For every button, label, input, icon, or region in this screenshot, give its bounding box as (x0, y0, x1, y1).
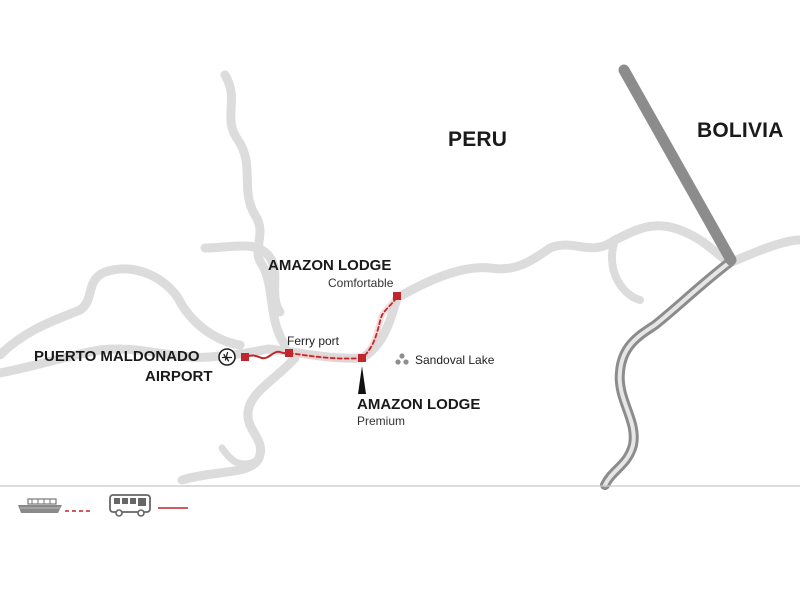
label-ferry-port: Ferry port (287, 334, 340, 348)
route-boat-segment (288, 295, 398, 360)
label-airport-line1: PUERTO MALDONADO (34, 348, 200, 365)
river-north-tributary (220, 70, 290, 350)
marker-ferry-port (285, 349, 293, 357)
river-south-tributary (177, 353, 300, 485)
label-lodge-comfortable-tier: Comfortable (328, 276, 394, 290)
country-border (618, 64, 737, 266)
country-label-peru: PERU (448, 128, 508, 151)
border-river-outer (600, 257, 735, 490)
label-airport-line2: AIRPORT (145, 368, 213, 385)
label-lake: Sandoval Lake (415, 353, 495, 367)
boat-icon (18, 498, 62, 513)
marker-lodge-comfortable (393, 292, 401, 300)
label-lodge-premium-tier: Premium (357, 414, 406, 428)
bus-icon (109, 494, 151, 517)
airplane-circle-icon (218, 348, 236, 366)
country-label-bolivia: BOLIVIA (697, 119, 784, 142)
marker-lodge-premium (358, 354, 366, 362)
border-river-inner (603, 260, 732, 487)
river-main (0, 221, 800, 378)
river-west-bend (200, 241, 285, 317)
river-west-loop (0, 264, 245, 360)
river-east-bend (608, 236, 644, 304)
three-dots-icon (395, 353, 409, 365)
pointer-lodge-premium (358, 366, 366, 394)
label-lodge-premium-name: AMAZON LODGE (357, 396, 481, 413)
river-south-branch (218, 444, 262, 468)
label-lodge-comfortable-name: AMAZON LODGE (268, 257, 392, 274)
route-boat-segment-halo (286, 293, 400, 362)
marker-airport (241, 353, 249, 361)
